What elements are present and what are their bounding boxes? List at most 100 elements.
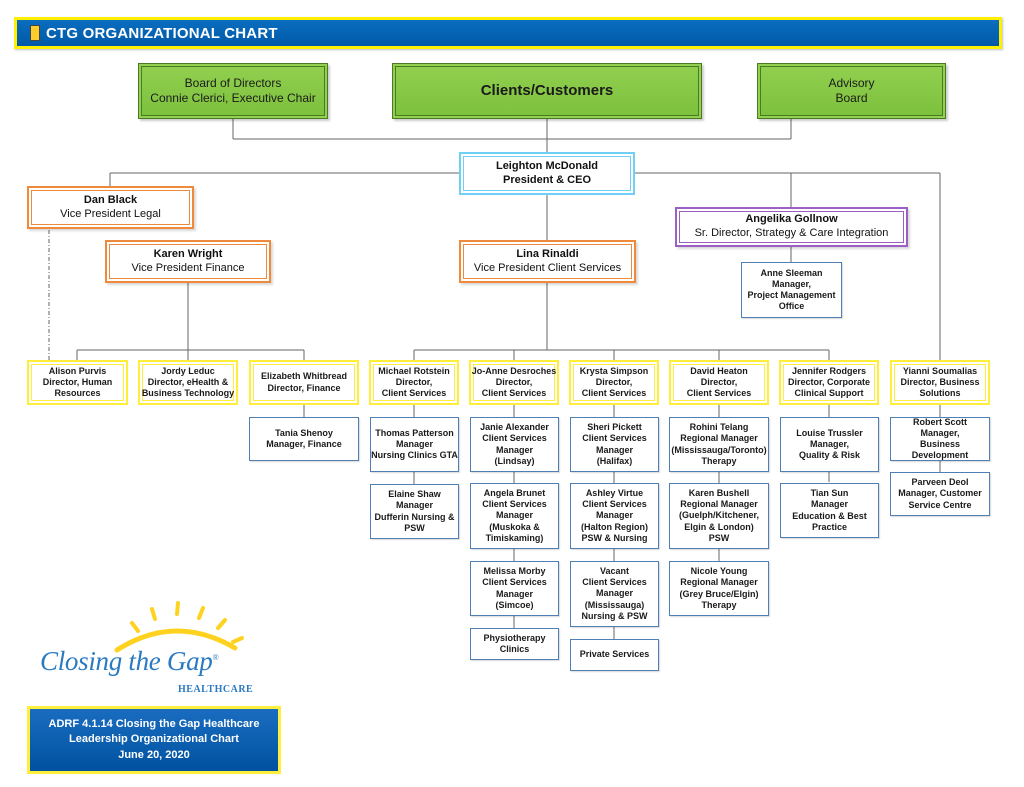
- line: Manager: [495, 444, 533, 455]
- vp-legal-box[interactable]: Dan Black Vice President Legal: [27, 186, 194, 229]
- line: Melissa Morby: [483, 566, 546, 576]
- manager-box-karen-bushell[interactable]: Karen Bushell Regional Manager (Guelph/K…: [669, 483, 769, 549]
- unit-box-physiotherapy-clinics[interactable]: Physiotherapy Clinics: [470, 628, 559, 660]
- document-icon: [30, 25, 40, 41]
- ceo-title: President & CEO: [502, 173, 592, 186]
- line: Director, Human: [42, 376, 113, 387]
- line: Resources: [54, 388, 101, 399]
- line: Director, eHealth &: [147, 376, 229, 387]
- chart-title: CTG ORGANIZATIONAL CHART: [46, 24, 278, 42]
- line: Client Services: [582, 499, 647, 510]
- line: Quality & Risk: [798, 450, 861, 461]
- line: Solutions: [919, 388, 961, 399]
- line: PSW: [404, 522, 425, 533]
- director-box-jordy-leduc[interactable]: Jordy Leduc Director, eHealth & Business…: [138, 360, 238, 405]
- sr-director-strategy-box[interactable]: Angelika Gollnow Sr. Director, Strategy …: [675, 207, 908, 247]
- vp-client-services-box[interactable]: Lina Rinaldi Vice President Client Servi…: [459, 240, 636, 283]
- line: Nicole Young: [690, 566, 748, 576]
- line: Manager: [810, 499, 848, 510]
- line: Karen Bushell: [688, 487, 750, 498]
- manager-box-parveen-deol[interactable]: Parveen Deol Manager, Customer Service C…: [890, 472, 990, 516]
- manager-box-tian-sun[interactable]: Tian Sun Manager Education & Best Practi…: [780, 483, 879, 538]
- vp-client-services-name: Lina Rinaldi: [516, 247, 579, 260]
- logo-wordmark-text: Closing the Gap: [40, 646, 213, 676]
- line: Anne Sleeman: [760, 267, 823, 278]
- manager-box-elaine-shaw[interactable]: Elaine Shaw Manager Dufferin Nursing & P…: [370, 484, 459, 539]
- line: Vacant: [599, 565, 630, 576]
- line: Elaine Shaw: [388, 489, 441, 499]
- line: Manager, Customer: [898, 488, 982, 499]
- line: Director,: [395, 376, 433, 387]
- line: (Simcoe): [495, 599, 534, 610]
- vp-finance-title: Vice President Finance: [131, 261, 245, 274]
- line: Private Services: [579, 649, 650, 660]
- director-box-elizabeth-whitbread[interactable]: Elizabeth Whitbread Director, Finance: [249, 360, 359, 405]
- line: (Grey Bruce/Elgin): [679, 588, 759, 599]
- manager-box-nicole-young[interactable]: Nicole Young Regional Manager (Grey Bruc…: [669, 561, 769, 616]
- sr-director-title: Sr. Director, Strategy & Care Integratio…: [694, 227, 889, 239]
- document-caption: ADRF 4.1.14 Closing the Gap Healthcare L…: [27, 706, 281, 774]
- manager-box-thomas-patterson[interactable]: Thomas Patterson Manager Nursing Clinics…: [370, 417, 459, 472]
- manager-box-rohini-telang[interactable]: Rohini Telang Regional Manager (Mississa…: [669, 417, 769, 472]
- manager-box-sheri-pickett[interactable]: Sheri Pickett Client Services Manager (H…: [570, 417, 659, 472]
- advisory-label-1: Advisory: [828, 76, 875, 90]
- director-box-alison-purvis[interactable]: Alison Purvis Director, Human Resources: [27, 360, 128, 405]
- line: Ashley Virtue: [585, 487, 644, 498]
- manager-box-ashley-virtue[interactable]: Ashley Virtue Client Services Manager (H…: [570, 483, 659, 549]
- board-label: Board of Directors: [184, 76, 282, 90]
- manager-box-melissa-morby[interactable]: Melissa Morby Client Services Manager (S…: [470, 561, 559, 616]
- line: David Heaton: [690, 365, 748, 376]
- line: Dufferin Nursing &: [374, 511, 455, 522]
- vp-finance-name: Karen Wright: [153, 247, 223, 260]
- manager-box-louise-trussler[interactable]: Louise Trussler Manager, Quality & Risk: [780, 417, 879, 472]
- director-box-jennifer-rodgers[interactable]: Jennifer Rodgers Director, Corporate Cli…: [779, 360, 879, 405]
- line: PSW & Nursing: [581, 532, 648, 543]
- line: Therapy: [701, 599, 737, 610]
- line: Regional Manager: [680, 577, 758, 588]
- line: (Halton Region): [581, 521, 648, 532]
- line: Manager: [595, 510, 633, 521]
- line: Jo-Anne Desroches: [471, 365, 557, 376]
- manager-box-anne-sleeman[interactable]: Anne Sleeman Manager, Project Management…: [741, 262, 842, 318]
- line: Director, Corporate: [787, 376, 871, 387]
- manager-box-janie-alexander[interactable]: Janie Alexander Client Services Manager …: [470, 417, 559, 472]
- line: Education & Best: [792, 510, 867, 521]
- advisory-board-box[interactable]: Advisory Board: [757, 63, 946, 119]
- director-box-yianni-soumalias[interactable]: Yianni Soumalias Director, Business Solu…: [890, 360, 990, 405]
- line: Elizabeth Whitbread: [260, 371, 347, 382]
- director-box-krysta-simpson[interactable]: Krysta Simpson Director, Client Services: [569, 360, 659, 405]
- manager-box-vacant[interactable]: Vacant Client Services Manager (Mississa…: [570, 561, 659, 627]
- unit-box-private-services[interactable]: Private Services: [570, 639, 659, 671]
- clients-customers-box[interactable]: Clients/Customers: [392, 63, 702, 119]
- vp-client-services-title: Vice President Client Services: [473, 261, 622, 274]
- vp-finance-box[interactable]: Karen Wright Vice President Finance: [105, 240, 271, 283]
- line: (Muskoka &: [489, 521, 540, 532]
- line: Manager,: [920, 427, 960, 438]
- line: Client Services: [381, 388, 447, 399]
- ceo-box[interactable]: Leighton McDonald President & CEO: [459, 152, 635, 195]
- line: Manager: [595, 588, 633, 599]
- logo-wordmark: Closing the Gap®: [40, 646, 219, 677]
- line: Business Technology: [141, 388, 235, 399]
- line: Krysta Simpson: [579, 365, 649, 376]
- manager-box-robert-scott[interactable]: Robert Scott Manager, Business Developme…: [890, 417, 990, 461]
- line: PSW: [708, 532, 730, 543]
- ceo-name: Leighton McDonald: [495, 159, 599, 172]
- advisory-label-2: Board: [835, 91, 868, 105]
- line: Therapy: [701, 455, 737, 466]
- line: Manager,: [809, 438, 849, 449]
- line: Parveen Deol: [911, 477, 969, 488]
- line: Client Services: [482, 499, 547, 510]
- board-of-directors-box[interactable]: Board of Directors Connie Clerici, Execu…: [138, 63, 328, 119]
- director-box-david-heaton[interactable]: David Heaton Director, Client Services: [669, 360, 769, 405]
- director-box-jo-anne-desroches[interactable]: Jo-Anne Desroches Director, Client Servi…: [469, 360, 559, 405]
- line: Timiskaming): [485, 532, 544, 543]
- line: Manager: [595, 444, 633, 455]
- manager-box-tania-shenoy[interactable]: Tania Shenoy Manager, Finance: [249, 417, 359, 461]
- line: (Lindsay): [494, 455, 535, 466]
- manager-box-angela-brunet[interactable]: Angela Brunet Client Services Manager (M…: [470, 483, 559, 549]
- line: Client Services: [582, 433, 647, 444]
- director-box-michael-rotstein[interactable]: Michael Rotstein Director, Client Servic…: [369, 360, 459, 405]
- line: Manager, Finance: [266, 439, 342, 449]
